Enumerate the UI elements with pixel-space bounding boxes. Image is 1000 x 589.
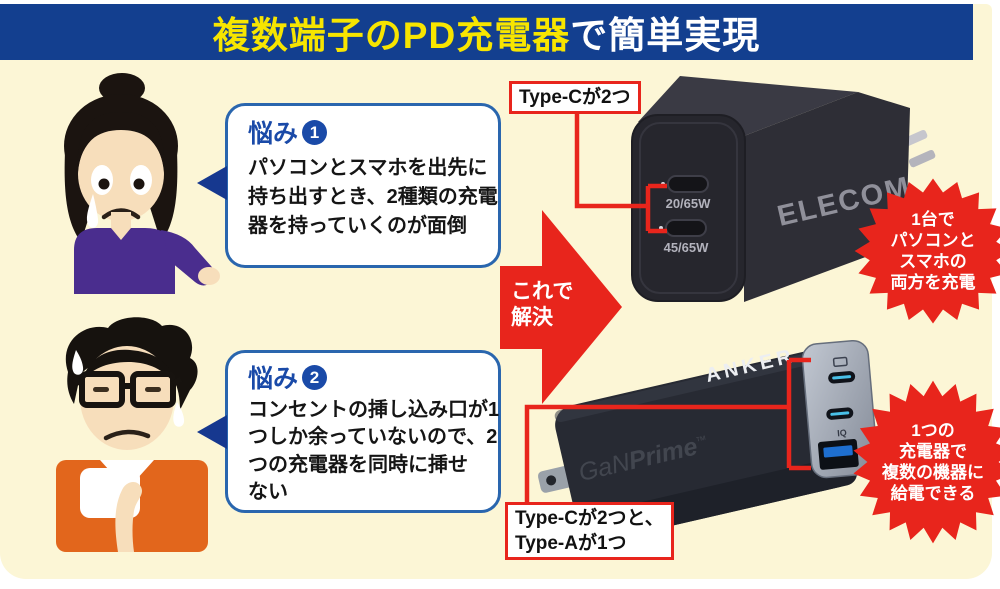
worry-1-heading: 悩み 1 xyxy=(248,114,484,150)
title-bar: 複数端子のPD充電器で簡単実現 xyxy=(0,4,973,60)
worry-1-text-line: 器を持っていくのが面倒 xyxy=(248,215,467,237)
worry-2-heading: 悩み 2 xyxy=(248,359,484,395)
starburst-shape xyxy=(854,178,1000,324)
worry-box-1: 悩み 1 パソコンとスマホを出先に 持ち出すとき、2種類の充電 器を持っていくの… xyxy=(197,103,501,268)
usb-c-port xyxy=(665,219,707,237)
man-glasses-right xyxy=(130,371,176,408)
man-glasses-left xyxy=(79,371,125,408)
worried-man-illustration xyxy=(56,317,208,552)
worry-2-text-line: つしか余っていないので、2 xyxy=(248,426,498,449)
callout-bottom-line: Type-Aが1つ xyxy=(515,533,627,554)
worry-box-2-pointer xyxy=(197,415,227,449)
benefit-badge-2-text: 1つの 充電器で 複数の機器に 給電できる xyxy=(882,420,984,504)
worry-2-number-badge: 2 xyxy=(302,364,328,390)
poweriq-label: IQ xyxy=(837,428,847,439)
ac-plug-prong xyxy=(908,149,936,168)
worry-2-text-line: ない xyxy=(248,481,288,504)
worry-2-label: 悩み xyxy=(248,365,299,393)
callout-type-c2-type-a1: Type-Cが2つと、 Type-Aが1つ xyxy=(505,502,674,560)
benefit-badge-2: 1つの 充電器で 複数の機器に 給電できる xyxy=(851,379,1000,545)
callout-top-text: Type-Cが2つ xyxy=(519,87,631,108)
worry-box-2: 悩み 2 コンセントの挿し込み口が1 つしか余っていないので、2 つの充電器を同… xyxy=(197,350,501,513)
woman-face xyxy=(78,127,164,221)
worry-1-label: 悩み xyxy=(248,120,299,148)
man-frown xyxy=(103,429,151,441)
callout-type-c-x2: Type-Cが2つ xyxy=(509,81,641,114)
starburst-shape xyxy=(853,380,1000,544)
arrow-text-line1: これで xyxy=(511,280,573,303)
man-sweat-right xyxy=(173,402,185,427)
woman-tear xyxy=(86,194,99,228)
worry-2-text-line: つの充電器を同時に挿せ xyxy=(248,453,468,476)
worry-1-number-badge: 1 xyxy=(302,119,328,145)
usb-c-port-label: 20/65W xyxy=(666,196,712,211)
solution-arrow: これで 解決 xyxy=(500,210,622,404)
usb-c-port-label: 45/65W xyxy=(664,240,710,255)
usb-c-port xyxy=(667,175,709,193)
arrow-shape xyxy=(500,210,622,404)
man-arm xyxy=(115,481,143,552)
page-title-highlight: 複数端子のPD充電器 xyxy=(212,15,571,56)
woman-shirt xyxy=(74,228,175,294)
man-sweat-left xyxy=(72,350,84,375)
worry-2-text-line: コンセントの挿し込み口が1 xyxy=(248,399,500,421)
worry-box-1-pointer xyxy=(197,166,227,200)
man-hair xyxy=(65,317,198,410)
callout-bottom-line: Type-Cが2つと、 xyxy=(515,508,664,529)
worry-1-text-line: 持ち出すとき、2種類の充電 xyxy=(248,186,498,208)
benefit-badge-1-text: 1台で パソコンと スマホの 両方を充電 xyxy=(890,209,976,293)
page-title-suffix: で簡単実現 xyxy=(570,15,761,56)
arrow-text-line2: 解決 xyxy=(511,305,554,329)
benefit-badge-1: 1台で パソコンと スマホの 両方を充電 xyxy=(853,177,1000,325)
worry-1-text-line: パソコンとスマホを出先に xyxy=(248,157,488,179)
crying-woman-illustration xyxy=(64,73,220,294)
woman-frown xyxy=(101,208,141,220)
woman-hand xyxy=(198,267,220,285)
